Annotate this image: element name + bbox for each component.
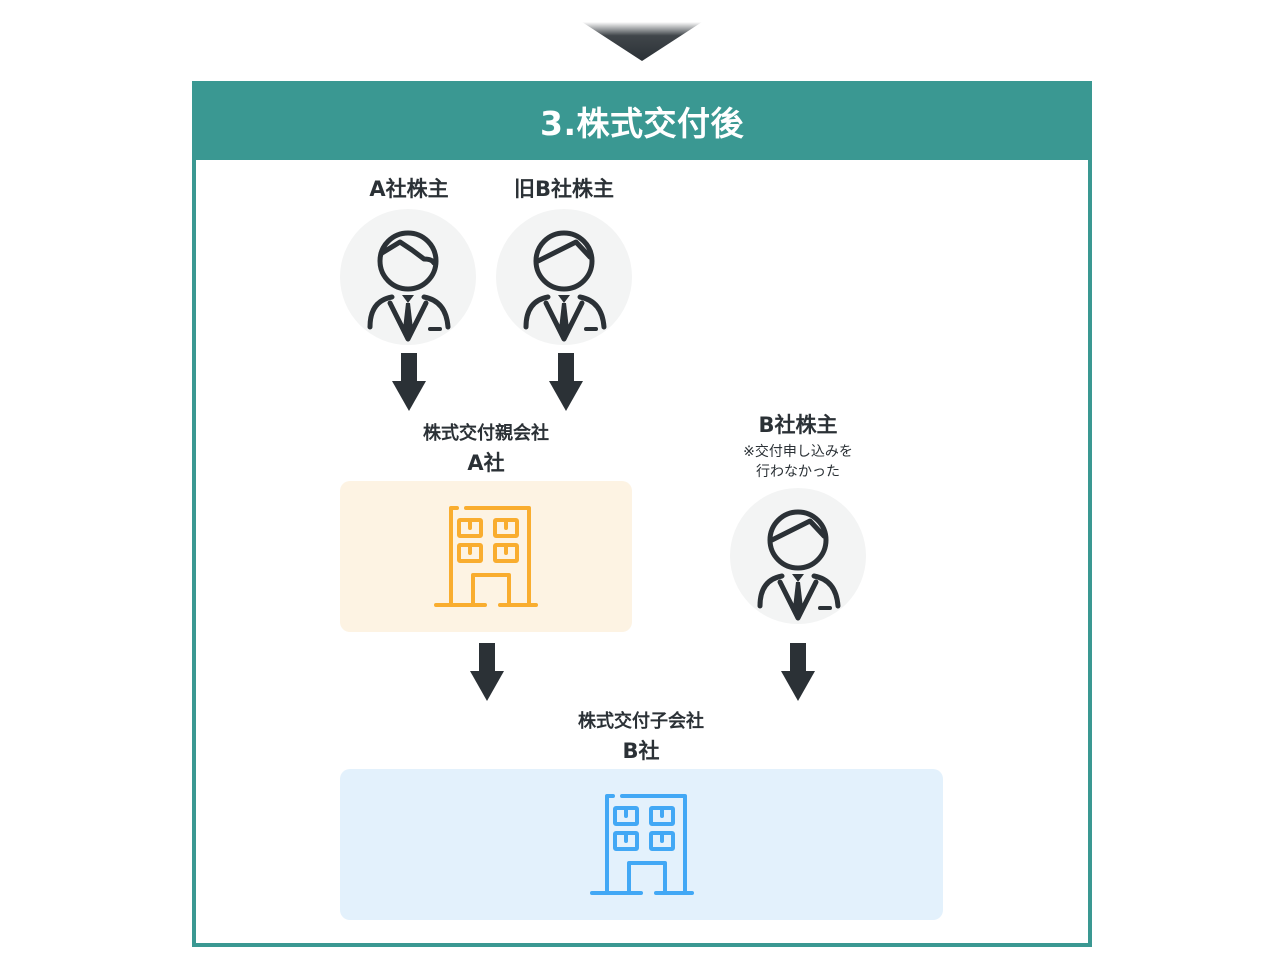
parent-company-role: 株式交付親会社 xyxy=(423,423,549,444)
subsidiary-company-role: 株式交付子会社 xyxy=(578,711,704,732)
shareholder-old-b-label: 旧B社株主 xyxy=(513,177,615,201)
businessman-icon xyxy=(757,509,841,621)
shareholder-a-label: A社株主 xyxy=(369,177,449,201)
parent-company-name: A社 xyxy=(467,451,505,475)
section-header: 3.株式交付後 xyxy=(192,81,1092,160)
office-building-icon xyxy=(434,505,538,607)
parent-company-panel xyxy=(340,481,632,632)
transition-arrow-icon xyxy=(582,22,702,61)
shareholder-b-avatar xyxy=(730,488,866,624)
section-title: 3.株式交付後 xyxy=(540,103,744,143)
shareholder-b-note-line2: 行わなかった xyxy=(756,464,840,480)
businessman-icon xyxy=(523,230,607,342)
arrow-down-icon xyxy=(392,353,426,411)
shareholder-b-note-line1: ※交付申し込みを xyxy=(743,444,853,460)
shareholder-old-b-avatar xyxy=(496,209,632,345)
office-building-icon xyxy=(589,793,694,895)
section-frame xyxy=(192,81,1092,947)
shareholder-b-label: B社株主 xyxy=(758,413,838,437)
subsidiary-company-panel xyxy=(340,769,943,920)
arrow-down-icon xyxy=(470,643,504,701)
arrow-down-icon xyxy=(781,643,815,701)
businessman-icon xyxy=(367,230,451,342)
subsidiary-company-name: B社 xyxy=(622,739,660,763)
arrow-down-icon xyxy=(549,353,583,411)
shareholder-a-avatar xyxy=(340,209,476,345)
